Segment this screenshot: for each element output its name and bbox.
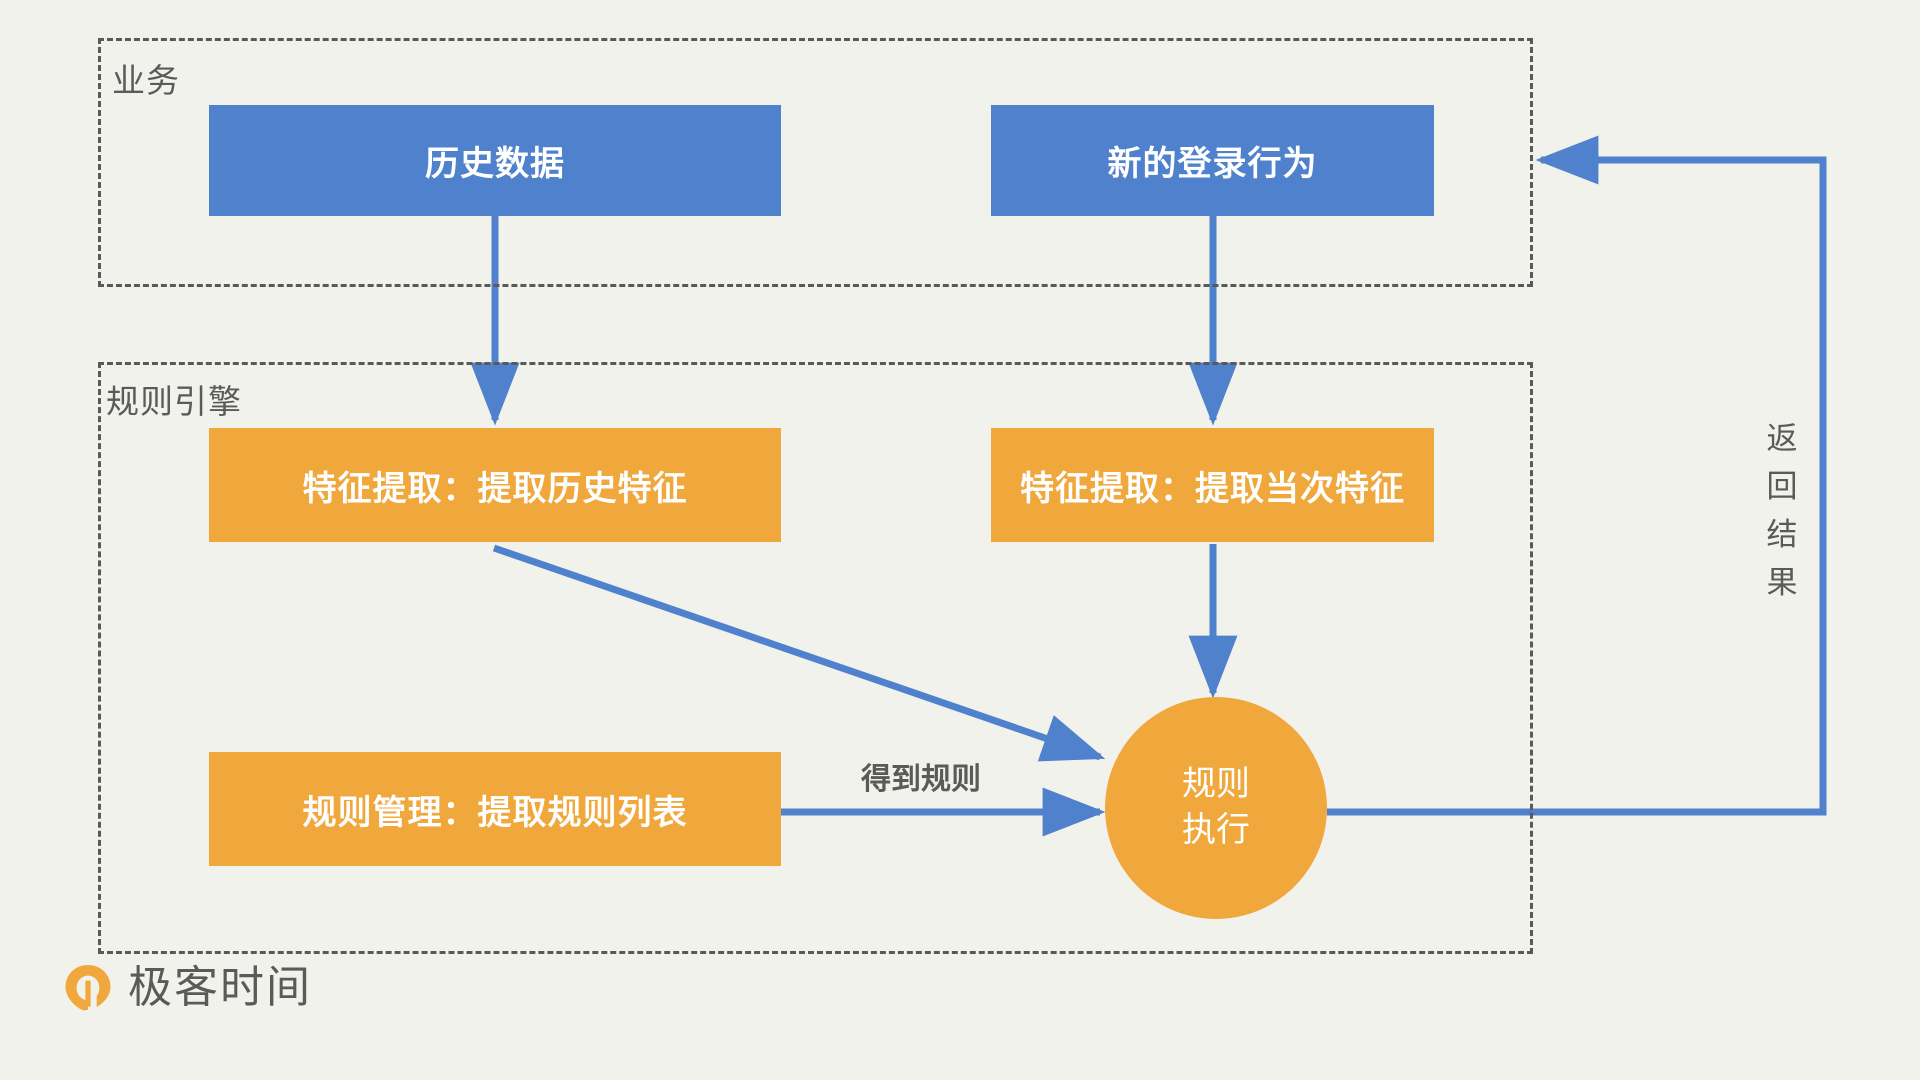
node-rule-execution-line2: 执行 [1182, 811, 1250, 849]
edge-hist-feature-to-rule-exec [492, 544, 1106, 762]
edge-rule-exec-to-newlogin-return [1327, 135, 1827, 816]
node-new-login-behavior[interactable]: 新的登录行为 [991, 105, 1434, 216]
group-container-business [98, 38, 1533, 287]
geektime-logo-icon [62, 962, 114, 1014]
edge-label-get-rules: 得到规则 [861, 763, 981, 796]
node-rule-execution-line1: 规则 [1182, 765, 1250, 804]
edge-label-return-result: 返回结果 [1766, 421, 1798, 601]
brand-name: 极客时间 [128, 963, 312, 1012]
node-feature-extraction-current[interactable]: 特征提取：提取当次特征 [991, 428, 1434, 542]
group-label-rule-engine: 规则引擎 [106, 383, 242, 420]
node-feature-extraction-historical[interactable]: 特征提取：提取历史特征 [209, 428, 781, 542]
group-label-business: 业务 [112, 62, 180, 99]
group-container-rule-engine [98, 362, 1533, 954]
brand-logo: 极客时间 [62, 962, 312, 1014]
node-history-data[interactable]: 历史数据 [209, 105, 781, 216]
node-rule-execution[interactable]: 规则 执行 [1105, 697, 1327, 919]
node-rule-management-rule-list[interactable]: 规则管理：提取规则列表 [209, 752, 781, 866]
